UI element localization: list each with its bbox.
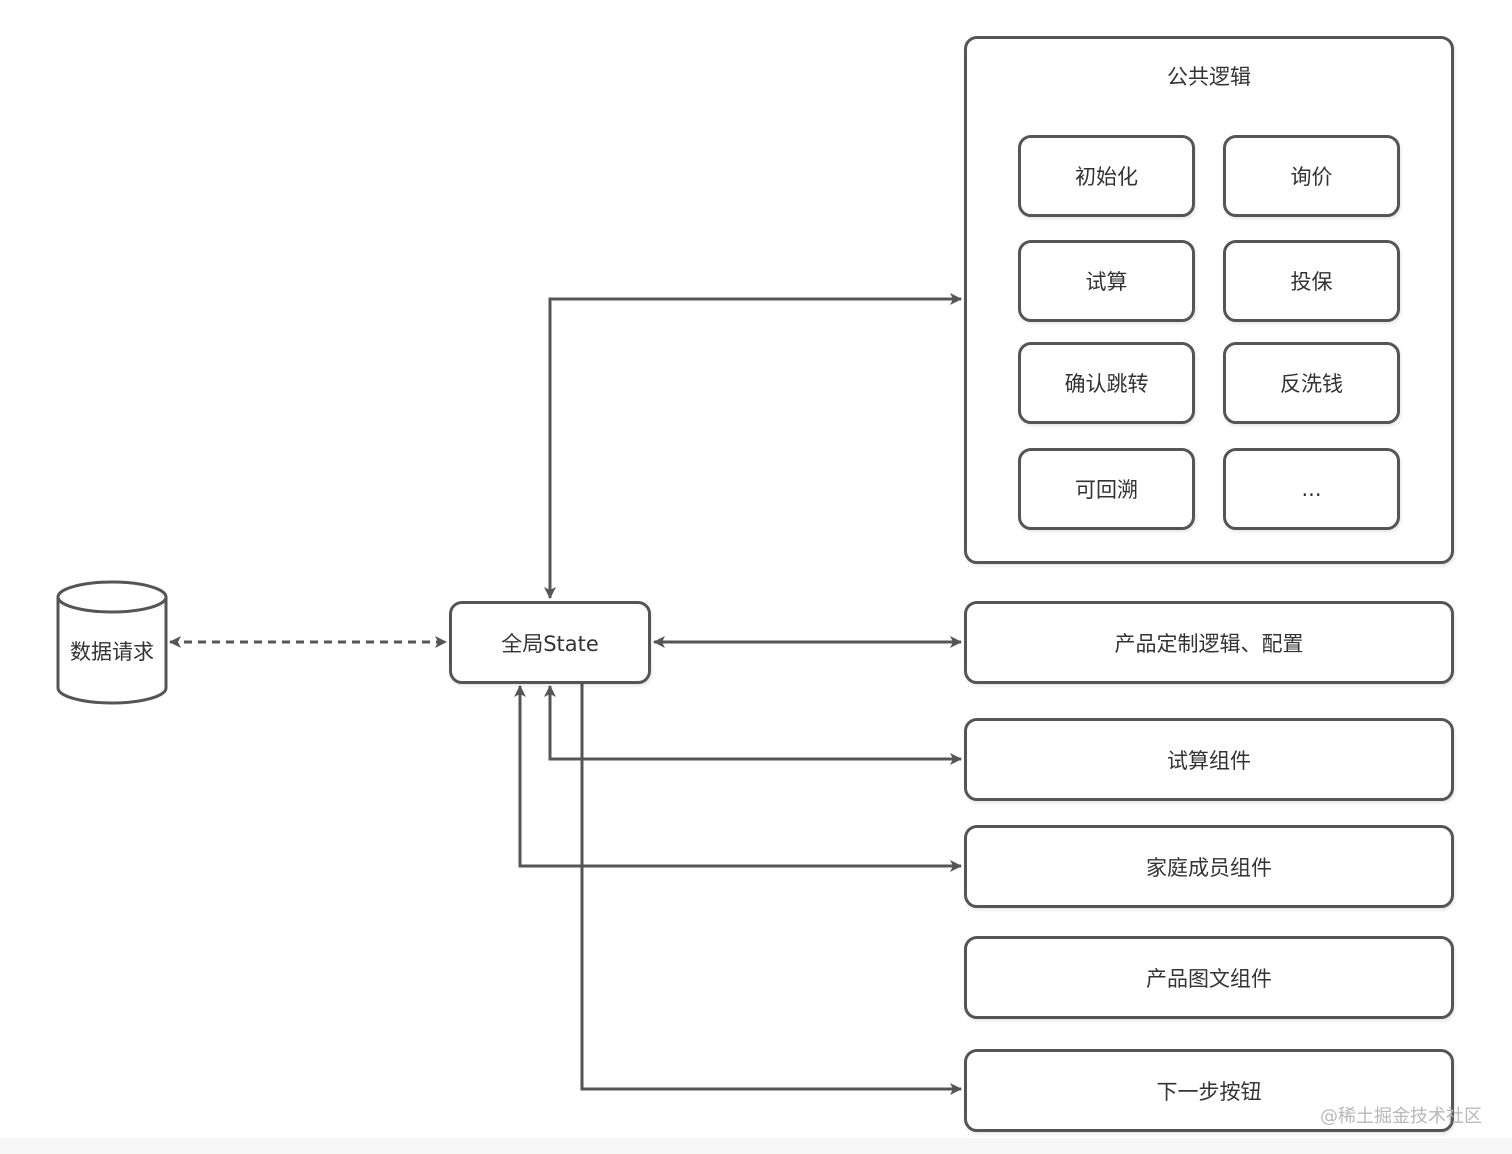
database-icon xyxy=(56,580,168,705)
public-logic-item: ... xyxy=(1223,448,1400,530)
public-logic-item: 询价 xyxy=(1223,135,1400,217)
connector-state-to-next-button xyxy=(580,684,962,1095)
module-product-media-component: 产品图文组件 xyxy=(964,936,1454,1019)
datasource-label: 数据请求 xyxy=(70,640,154,664)
module-family-component: 家庭成员组件 xyxy=(964,825,1454,908)
public-logic-item: 投保 xyxy=(1223,240,1400,322)
connector-state-to-family-component xyxy=(514,685,962,872)
bottom-band xyxy=(0,1138,1512,1154)
public-logic-title: 公共逻辑 xyxy=(1167,65,1251,89)
public-logic-item: 可回溯 xyxy=(1018,448,1195,530)
module-next-step-button: 下一步按钮 xyxy=(964,1049,1454,1132)
global-state-node: 全局State xyxy=(449,601,651,684)
watermark-text: @稀土掘金技术社区 xyxy=(1320,1106,1482,1127)
connector-state-to-public-logic xyxy=(544,293,962,599)
connector-state-to-trial-component xyxy=(544,685,962,765)
module-product-config: 产品定制逻辑、配置 xyxy=(964,601,1454,684)
public-logic-item: 确认跳转 xyxy=(1018,342,1195,424)
module-trial-component: 试算组件 xyxy=(964,718,1454,801)
public-logic-item: 反洗钱 xyxy=(1223,342,1400,424)
public-logic-item: 试算 xyxy=(1018,240,1195,322)
public-logic-item: 初始化 xyxy=(1018,135,1195,217)
